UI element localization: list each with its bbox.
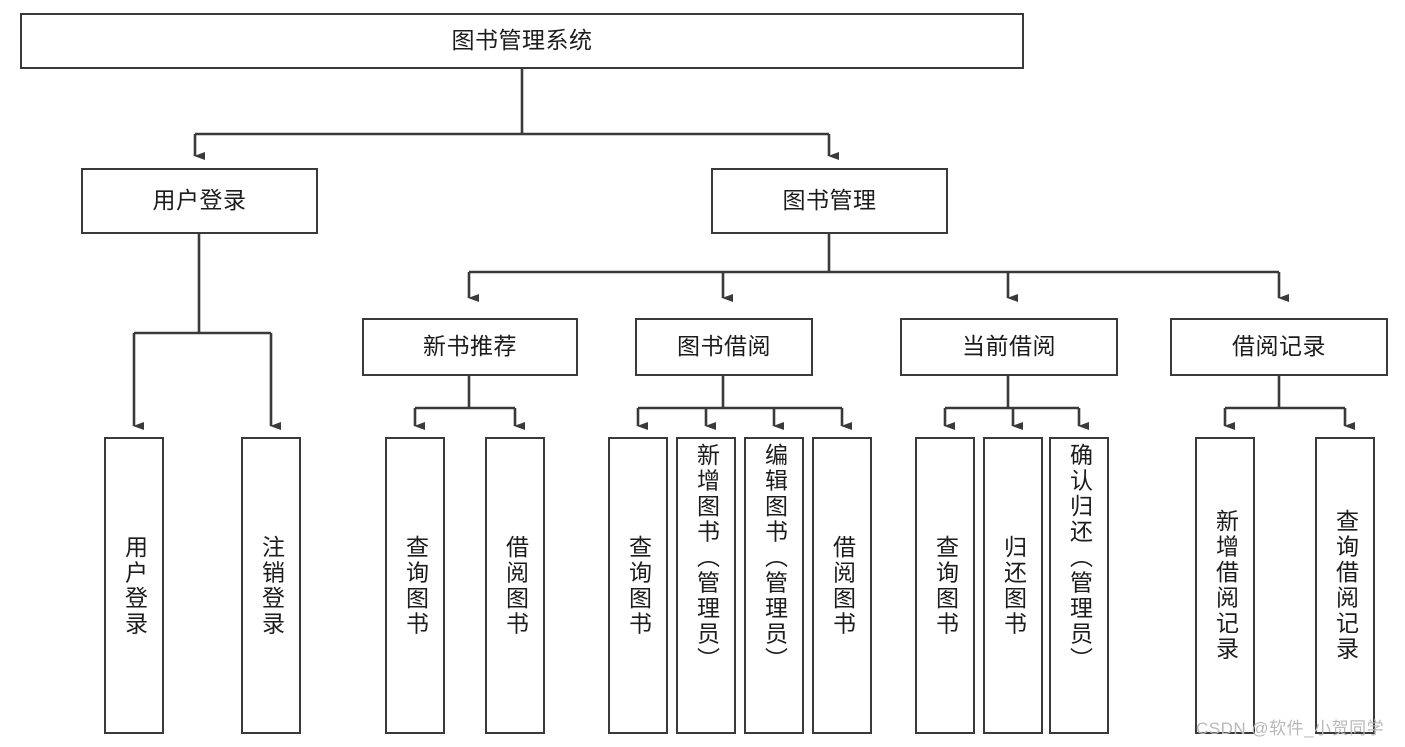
node-label: 归还图书 [1000, 534, 1027, 637]
leaf-borrow-record-2[interactable]: 查询借阅记录 [1315, 437, 1375, 734]
node-label: 查询图书 [402, 534, 429, 637]
leaf-book-borrow-2[interactable]: 新增图书（管理员） [676, 437, 736, 734]
node-label: 确认归还（管理员） [1066, 443, 1093, 673]
node-label: 图书借阅 [677, 333, 771, 360]
node-current-borrow[interactable]: 当前借阅 [900, 318, 1118, 376]
node-user-login[interactable]: 用户登录 [81, 168, 318, 234]
node-label: 新增图书（管理员） [693, 443, 720, 673]
leaf-current-borrow-1[interactable]: 查询图书 [915, 437, 975, 734]
leaf-book-borrow-4[interactable]: 借阅图书 [812, 437, 872, 734]
node-label: 查询图书 [932, 534, 959, 637]
node-root-system[interactable]: 图书管理系统 [20, 13, 1024, 69]
node-label: 查询借阅记录 [1332, 509, 1359, 662]
node-label: 图书管理 [782, 187, 877, 214]
leaf-current-borrow-3[interactable]: 确认归还（管理员） [1049, 437, 1109, 734]
node-label: 当前借阅 [962, 333, 1056, 360]
node-label: 新书推荐 [423, 333, 517, 360]
node-book-borrow[interactable]: 图书借阅 [635, 318, 813, 376]
node-label: 查询图书 [625, 534, 652, 637]
node-label: 图书管理系统 [451, 27, 593, 54]
node-label: 用户登录 [121, 534, 148, 637]
node-label: 注销登录 [258, 534, 285, 637]
node-label: 编辑图书（管理员） [761, 443, 788, 673]
node-label: 新增借阅记录 [1212, 509, 1239, 662]
node-label: 借阅图书 [829, 534, 856, 637]
node-label: 用户登录 [152, 187, 247, 214]
node-borrow-record[interactable]: 借阅记录 [1170, 318, 1388, 376]
leaf-book-borrow-1[interactable]: 查询图书 [608, 437, 668, 734]
node-book-management[interactable]: 图书管理 [711, 168, 948, 234]
leaf-book-borrow-3[interactable]: 编辑图书（管理员） [744, 437, 804, 734]
leaf-borrow-record-1[interactable]: 新增借阅记录 [1195, 437, 1255, 734]
leaf-new-book-2[interactable]: 借阅图书 [485, 437, 545, 734]
node-label: 借阅图书 [502, 534, 529, 637]
leaf-user-login-2[interactable]: 注销登录 [241, 437, 301, 734]
leaf-user-login-1[interactable]: 用户登录 [104, 437, 164, 734]
leaf-current-borrow-2[interactable]: 归还图书 [983, 437, 1043, 734]
node-new-book-recommend[interactable]: 新书推荐 [362, 318, 578, 376]
leaf-new-book-1[interactable]: 查询图书 [385, 437, 445, 734]
node-label: 借阅记录 [1232, 333, 1326, 360]
